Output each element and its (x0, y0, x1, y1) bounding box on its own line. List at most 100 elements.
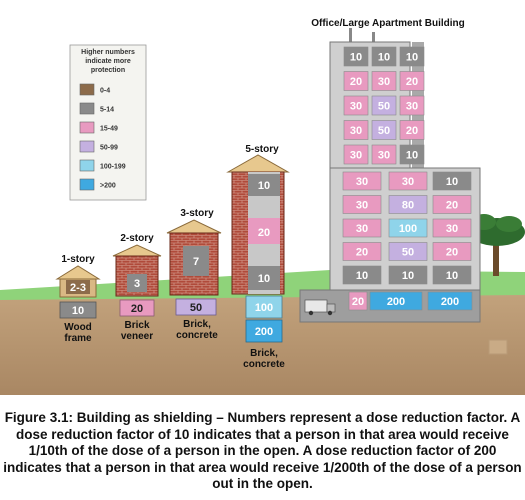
shelter-cell (399, 144, 425, 165)
shelter-value: 20 (406, 125, 418, 137)
shelter-cell (348, 291, 368, 311)
shelter-value: 30 (378, 150, 390, 162)
shelter-value: 20 (446, 247, 458, 259)
shelter-cell (343, 120, 369, 140)
shelter-cell (399, 46, 425, 67)
building-caption: Brick, (183, 319, 211, 330)
shelter-value: 100 (255, 302, 273, 314)
shelter-cell (388, 218, 428, 238)
building-caption: Brick (124, 320, 149, 331)
legend-swatch (79, 178, 95, 191)
shelter-value: 30 (350, 101, 362, 113)
shelter-value: 3 (134, 278, 140, 290)
shelter-cell (342, 171, 382, 191)
shelter-value: 30 (406, 101, 418, 113)
shelter-cell (432, 265, 472, 285)
building-caption: veneer (121, 331, 153, 342)
building-brick-veneer: 2-story 3 20 Brick veneer (112, 233, 162, 342)
shelter-value: 50 (378, 125, 390, 137)
truck-icon (304, 299, 336, 316)
shelter-cell (432, 218, 472, 238)
shelter-value: 20 (356, 247, 368, 259)
shelter-value: 20 (131, 303, 143, 315)
shelter-value: 30 (356, 200, 368, 212)
figure-caption: Figure 3.1: Building as shielding – Numb… (3, 410, 522, 491)
shelter-cell (432, 195, 472, 214)
shelter-value: 100 (399, 223, 417, 235)
building-office: Office/Large Apartment Building 10 10 10 20… (299, 18, 481, 323)
shelter-value: 2-3 (70, 282, 86, 294)
shelter-value: 50 (378, 101, 390, 113)
legend-title-line: Higher numbers (81, 49, 135, 56)
shelter-value: 30 (402, 176, 414, 188)
building-wood-frame: 1-story 2-3 10 Wood frame (55, 254, 101, 344)
shelter-value: 200 (441, 296, 459, 308)
shelter-cell (388, 242, 428, 261)
shelter-value: 30 (356, 176, 368, 188)
shelter-value: 10 (446, 270, 458, 282)
shelter-cell (343, 144, 369, 165)
shelter-value: 10 (378, 52, 390, 64)
legend-swatch (79, 140, 95, 153)
shelter-cell (342, 265, 382, 285)
building-caption: concrete (176, 330, 218, 341)
building-title: Office/Large Apartment Building (311, 18, 465, 29)
building-caption: concrete (243, 359, 285, 370)
shelter-value: 20 (446, 200, 458, 212)
shelter-cell (371, 46, 397, 67)
shelter-value: 7 (193, 256, 199, 268)
building-title: 2-story (120, 233, 154, 244)
shelter-value: 10 (356, 270, 368, 282)
building-caption: frame (64, 333, 92, 344)
shelter-value: 10 (258, 180, 270, 192)
shelter-cell (432, 171, 472, 191)
shelter-value: 30 (378, 76, 390, 88)
shelter-value: 50 (190, 302, 202, 314)
shelter-value: 200 (387, 296, 405, 308)
legend-label: >200 (100, 183, 116, 190)
building-title: 5-story (245, 144, 279, 155)
shelter-value: 10 (406, 150, 418, 162)
shelter-cell (371, 120, 397, 140)
shelter-value: 80 (402, 200, 414, 212)
shelter-value: 30 (350, 125, 362, 137)
shelter-cell (427, 291, 473, 311)
shelter-cell (342, 242, 382, 261)
legend-label: 50-99 (100, 145, 118, 152)
shelter-cell (388, 195, 428, 214)
corner-mark-icon (488, 339, 508, 355)
shelter-value: 10 (350, 52, 362, 64)
shelter-cell (369, 291, 423, 311)
shelter-cell (343, 95, 369, 116)
legend: Higher numbers indicate more protection … (69, 44, 147, 201)
shelter-cell (342, 195, 382, 214)
shelter-value: 30 (350, 150, 362, 162)
shelter-cell (399, 71, 425, 91)
shelter-value: 20 (406, 76, 418, 88)
legend-label: 0-4 (100, 88, 110, 95)
shelter-value: 20 (258, 227, 270, 239)
shelter-cell (388, 171, 428, 191)
building-brick-3-story: 3-story 7 50 Brick, concrete (166, 208, 222, 341)
shelter-value: 30 (446, 223, 458, 235)
shelter-cell (371, 144, 397, 165)
shelter-value: 10 (402, 270, 414, 282)
shelter-cell (388, 265, 428, 285)
building-title: 3-story (180, 208, 214, 219)
legend-label: 100-199 (100, 164, 126, 171)
legend-title-line: protection (91, 67, 125, 74)
shelter-cell (371, 95, 397, 116)
shelter-cell (343, 46, 369, 67)
shelter-value: 20 (352, 296, 364, 308)
shelter-value: 50 (402, 247, 414, 259)
shelter-cell (399, 95, 425, 116)
building-title: 1-story (61, 254, 95, 265)
shelter-cell (432, 242, 472, 261)
shelter-cell (399, 120, 425, 140)
shelter-value: 10 (446, 176, 458, 188)
legend-title-line: indicate more (85, 58, 131, 65)
building-caption: Wood (64, 322, 92, 333)
shelter-cell (342, 218, 382, 238)
shelter-cell (343, 71, 369, 91)
legend-swatch (79, 159, 95, 172)
